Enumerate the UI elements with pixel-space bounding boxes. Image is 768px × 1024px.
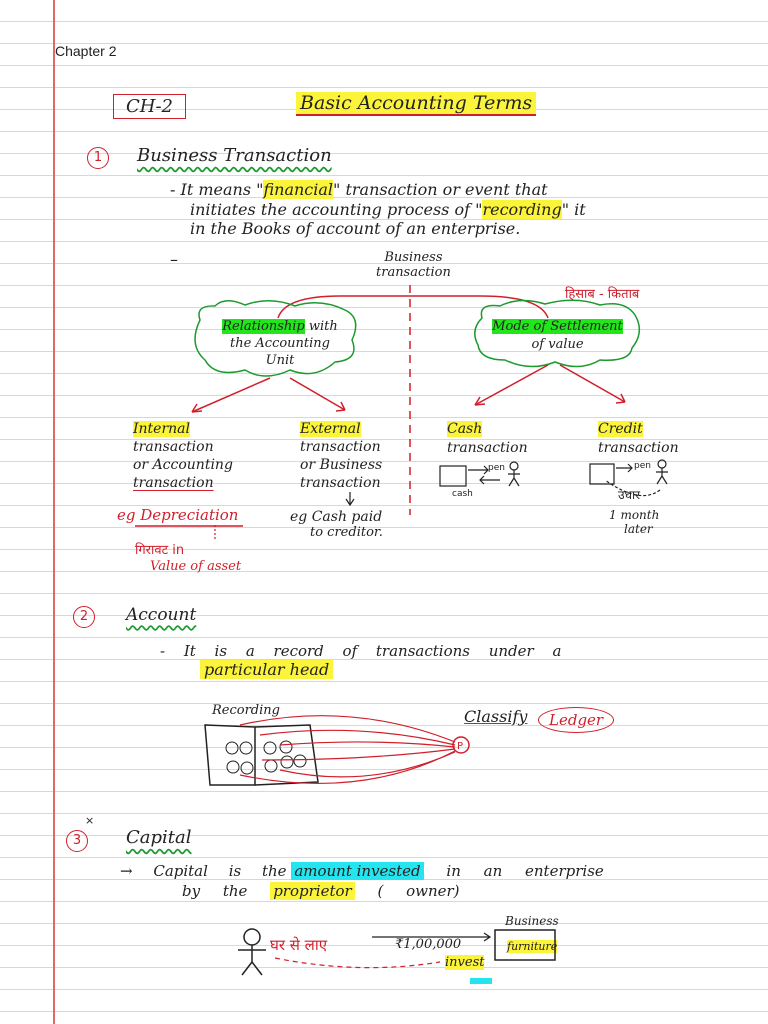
definition-line-1: - It means "financial" transaction or ev… — [170, 180, 640, 199]
capital-def-line2-suffix: ( owner) — [354, 882, 460, 900]
credit-transaction: Credit transaction — [598, 420, 679, 458]
chapter-label: CH-2 — [113, 94, 187, 119]
section-number-3: 3 — [66, 830, 88, 852]
page-title-text: Basic Accounting Terms — [296, 92, 537, 116]
external-highlight: External — [300, 421, 361, 437]
def-2-suffix: " it — [561, 200, 586, 219]
definition-line-2: initiates the accounting process of "rec… — [190, 200, 586, 219]
cash-pen-label: pen — [488, 463, 505, 473]
mode-settlement-highlight: Mode of Settlement — [492, 319, 623, 334]
def-1-suffix: " transaction or event that — [333, 180, 548, 199]
external-line2: transaction — [300, 439, 381, 455]
capital-def-suffix: in an enterprise — [423, 862, 604, 880]
cash-box — [439, 465, 467, 487]
page-title: Basic Accounting Terms — [296, 92, 537, 116]
def-2-prefix: initiates the accounting process of " — [190, 200, 483, 219]
left-cloud-line2: the Accounting — [229, 336, 331, 351]
section-number-2: 2 — [73, 606, 95, 628]
value-of-asset: Value of asset — [150, 559, 242, 574]
page-header: Chapter 2 — [55, 43, 117, 59]
diagram-root: Business transaction — [376, 250, 451, 280]
right-cloud-text: Mode of Settlement of value — [480, 318, 635, 354]
p-circle — [452, 736, 470, 754]
recording-label: Recording — [212, 703, 280, 718]
amount-label: ₹1,00,000 — [395, 937, 462, 952]
later-label: later — [624, 522, 653, 536]
credit-highlight: Credit — [598, 421, 643, 437]
particular-head-highlight: particular head — [200, 660, 334, 679]
cash-line2: transaction — [447, 440, 528, 456]
asterisk-mark: × — [85, 814, 95, 827]
external-line4: transaction — [300, 475, 381, 491]
invest-highlight: invest — [445, 955, 485, 970]
furniture-highlight: furniture — [507, 940, 558, 953]
account-def-line2: particular head — [200, 660, 334, 679]
credit-box — [589, 463, 615, 485]
right-arrow-credit — [559, 364, 626, 403]
external-transaction: External transaction or Business transac… — [300, 420, 382, 492]
section-heading-account: Account — [126, 605, 197, 625]
def-1-highlight: financial — [263, 180, 334, 199]
recording-red-curves — [239, 715, 456, 784]
cash-sub-label: cash — [452, 489, 473, 499]
udhaar-label: उधार — [618, 488, 640, 502]
business-box — [494, 929, 556, 961]
account-def-line1: - It is a record of transactions under a — [160, 642, 562, 660]
internal-line4: transaction — [133, 475, 214, 491]
capital-dashed-red — [274, 957, 441, 969]
dash-bullet: – — [170, 250, 178, 269]
one-month-label: 1 month — [609, 508, 660, 522]
internal-highlight: Internal — [133, 421, 190, 437]
capital-def-prefix: → Capital is the — [120, 862, 287, 880]
p-letter: P — [457, 741, 463, 752]
cash-highlight: Cash — [447, 421, 483, 437]
left-arrow-internal — [191, 377, 271, 413]
cash-transaction: Cash transaction — [447, 420, 528, 458]
internal-transaction: Internal transaction or Accounting trans… — [133, 420, 233, 492]
section-number-1: 1 — [87, 147, 109, 169]
root-branch-curve — [277, 295, 549, 319]
eg-cash-paid: eg Cash paid — [290, 509, 383, 525]
eg-depreciation: eg Depreciation — [117, 506, 239, 524]
credit-line2: transaction — [598, 440, 679, 456]
right-cloud-line2: of value — [531, 337, 584, 352]
business-label: Business — [505, 914, 559, 928]
right-arrow-cash — [474, 364, 549, 406]
external-down-arrow — [345, 492, 355, 507]
relationship-highlight: Relationship — [222, 319, 305, 334]
capital-def-line2-prefix: by the — [182, 882, 248, 900]
proprietor-stick-figure — [238, 928, 266, 976]
furniture-label: furniture — [507, 940, 558, 953]
left-arrow-external — [289, 377, 346, 411]
classify-label: Classify — [464, 707, 528, 726]
invest-label: invest — [445, 955, 485, 970]
ledger-label: Ledger — [538, 707, 615, 733]
hindi-girawat: गिरावट in — [135, 543, 185, 558]
left-cloud-outline — [194, 300, 357, 377]
internal-line2: transaction — [133, 439, 214, 455]
credit-pen-label: pen — [634, 461, 651, 471]
def-1-prefix: - It means " — [170, 180, 264, 199]
ledger-book-drawing — [204, 724, 319, 786]
capital-arrow — [372, 932, 492, 942]
proprietor-highlight: proprietor — [270, 882, 355, 900]
section-heading-business-transaction: Business Transaction — [137, 145, 332, 166]
hindi-hisab-kitab: हिसाब - किताब — [565, 287, 640, 302]
left-cloud-text: Relationship with the Accounting Unit — [200, 318, 360, 369]
def-2-highlight: recording — [482, 200, 562, 219]
definition-line-3: in the Books of account of an enterprise… — [190, 219, 521, 238]
left-cloud-with: with — [304, 319, 338, 334]
right-cloud-outline — [474, 299, 641, 368]
section-heading-capital: Capital — [126, 827, 192, 848]
external-line3: or Business — [300, 457, 383, 473]
capital-def-line1: → Capital is the amount invested in an e… — [120, 862, 604, 880]
hindi-ghar-se-laaye: घर से लाए — [270, 936, 328, 954]
left-cloud-line3: Unit — [265, 353, 295, 368]
amount-invested-highlight: amount invested — [291, 862, 424, 880]
to-creditor: to creditor. — [310, 525, 383, 540]
internal-line3: or Accounting — [133, 457, 233, 473]
capital-def-line2: by the proprietor ( owner) — [182, 882, 460, 900]
